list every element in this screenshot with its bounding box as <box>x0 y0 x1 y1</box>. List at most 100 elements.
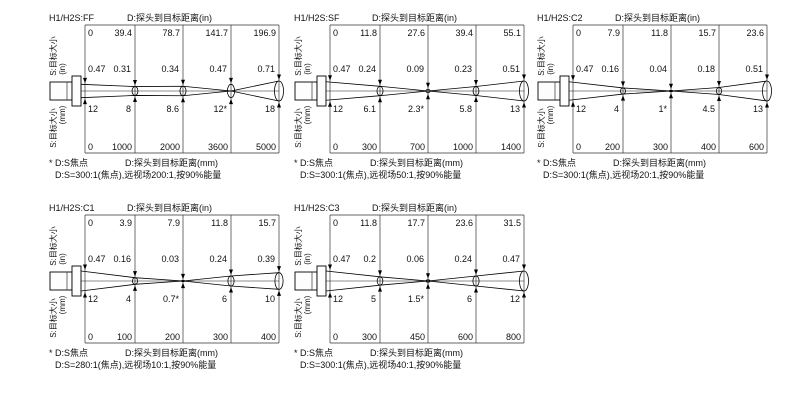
dimension-arrow-down <box>133 80 137 86</box>
spot-size-mm-label: 1.5* <box>408 294 425 304</box>
spot-size-in-label: 0.47 <box>88 254 106 264</box>
spot-size-mm-label: 12 <box>576 104 586 114</box>
target-size-axis-label-in: S:目标大小 <box>293 36 303 76</box>
distance-in-label: 27.6 <box>407 28 425 38</box>
distance-in-label: 11.8 <box>211 218 228 228</box>
distance-mm-label: 3600 <box>208 142 228 152</box>
dimension-arrow-up <box>474 287 478 293</box>
spot-size-mm-label: 0.7* <box>163 294 180 304</box>
panel-title: H1/H2S:C3 <box>294 203 340 213</box>
axis-title-distance-mm: D:探头到目标距离(mm) <box>125 157 218 168</box>
spot-ellipse <box>180 280 186 283</box>
beam-group <box>568 74 772 108</box>
spot-size-in-label: 0.47 <box>502 254 520 264</box>
dimension-arrow-down <box>765 74 769 80</box>
target-size-axis-label-in: S:目标大小 <box>48 226 58 266</box>
dimension-arrow-up <box>426 283 430 289</box>
dimension-arrow-down <box>83 264 87 270</box>
distance-mm-label: 200 <box>165 332 180 342</box>
fov-diagram-panel: H1/H2S:FF D:探头到目标距离(in) 0 39. <box>45 12 295 202</box>
spot-size-mm-label: 13 <box>753 104 763 114</box>
axis-title-distance-mm: D:探头到目标距离(mm) <box>613 157 706 168</box>
spot-size-mm-label: 12* <box>213 104 227 114</box>
fov-diagram: H1/H2S:SF D:探头到目标距离(in) 0 11. <box>293 12 529 180</box>
unit-in-label: (in) <box>58 63 67 75</box>
distance-in-label: 0 <box>88 218 93 228</box>
distance-in-label: 7.9 <box>607 28 620 38</box>
unit-mm-label: (mm) <box>58 295 67 314</box>
distance-mm-label: 0 <box>576 142 581 152</box>
sensor-icon <box>294 265 327 297</box>
spot-size-in-label: 0.47 <box>333 254 351 264</box>
distance-mm-label: 200 <box>605 142 620 152</box>
dimension-arrow-up <box>133 96 137 102</box>
spot-size-in-label: 0.03 <box>161 254 179 264</box>
optics-spec-line: D:S=300:1(焦点),远视场20:1,按90%能量 <box>543 169 704 180</box>
spot-ellipse <box>376 85 384 97</box>
unit-mm-label: (mm) <box>546 105 555 124</box>
distance-in-label: 0 <box>333 218 338 228</box>
spot-size-in-label: 0.24 <box>454 254 472 264</box>
footnote-focus: * D:S焦点 <box>537 157 576 168</box>
dimension-arrow-up <box>328 292 332 298</box>
dimension-arrow-down <box>328 75 332 81</box>
spot-size-mm-label: 6.1 <box>363 104 376 114</box>
footnote-focus: * D:S焦点 <box>294 157 333 168</box>
distance-in-label: 11.8 <box>360 28 377 38</box>
beam-edge-bottom <box>325 270 525 292</box>
fov-diagram-panel: H1/H2S:C2 D:探头到目标距离(in) 0 7.9 <box>533 12 783 202</box>
dimension-arrow-up <box>571 101 575 107</box>
axis-title-distance-mm: D:探头到目标距离(mm) <box>370 347 463 358</box>
fov-diagram-panel: H1/H2S:C1 D:探头到目标距离(in) 0 3.9 <box>45 202 295 392</box>
footnote-focus: * D:S焦点 <box>294 347 333 358</box>
distance-mm-label: 300 <box>362 332 377 342</box>
axis-title-distance-mm: D:探头到目标距离(mm) <box>125 347 218 358</box>
spot-size-in-label: 0.18 <box>697 64 715 74</box>
axis-title-distance-in: D:探头到目标距离(in) <box>615 12 700 23</box>
beam-edge-bottom <box>325 80 525 101</box>
spot-size-mm-label: 18 <box>265 104 275 114</box>
beam-edge-bottom <box>568 80 768 101</box>
spot-ellipse <box>179 85 187 97</box>
spot-ellipse <box>274 272 284 290</box>
target-size-axis-label-mm: S:目标大小 <box>536 108 546 148</box>
dimension-arrow-down <box>133 271 137 277</box>
dimension-arrow-down <box>229 269 233 275</box>
optics-spec-line: D:S=300:1(焦点),远视场200:1,按90%能量 <box>55 169 221 180</box>
distance-in-label: 11.8 <box>651 28 668 38</box>
sensor-icon <box>49 75 82 107</box>
distance-in-label: 196.9 <box>253 28 276 38</box>
spot-size-mm-label: 8 <box>126 104 131 114</box>
spot-size-in-label: 0.09 <box>406 64 424 74</box>
spot-ellipse <box>715 87 723 95</box>
distance-mm-label: 300 <box>362 142 377 152</box>
dimension-arrow-up <box>765 102 769 108</box>
dimension-arrow-down <box>328 264 332 270</box>
target-size-axis-label-mm: S:目标大小 <box>293 108 303 148</box>
dimension-arrow-down <box>669 83 673 90</box>
dimension-arrow-down <box>83 77 87 84</box>
dimension-arrow-up <box>229 287 233 293</box>
spot-size-mm-label: 4 <box>126 294 131 304</box>
footnote-focus: * D:S焦点 <box>49 157 88 168</box>
axis-title-distance-in: D:探头到目标距离(in) <box>372 12 457 23</box>
spot-ellipse <box>425 279 431 283</box>
sensor-icon <box>49 265 82 297</box>
axis-title-distance-in: D:探头到目标距离(in) <box>127 202 212 213</box>
dimension-arrow-down <box>717 81 721 87</box>
grid-lines <box>84 25 280 153</box>
dimension-arrow-down <box>474 269 478 275</box>
spot-size-mm-label: 12 <box>88 104 98 114</box>
distance-mm-label: 450 <box>410 332 425 342</box>
spot-ellipse <box>762 80 772 102</box>
spot-size-in-label: 0.47 <box>333 64 351 74</box>
spot-ellipse <box>425 88 431 94</box>
target-size-axis-label-in: S:目标大小 <box>48 36 58 76</box>
spot-size-mm-label: 13 <box>510 104 520 114</box>
dimension-arrow-down <box>621 81 625 87</box>
distance-mm-label: 300 <box>213 332 228 342</box>
fov-diagram-panel: H1/H2S:C3 D:探头到目标距离(in) 0 11. <box>290 202 540 392</box>
beam-group <box>325 264 529 298</box>
fov-diagram-panel: H1/H2S:SF D:探头到目标距离(in) 0 11. <box>290 12 540 202</box>
dimension-arrow-up <box>426 93 430 100</box>
